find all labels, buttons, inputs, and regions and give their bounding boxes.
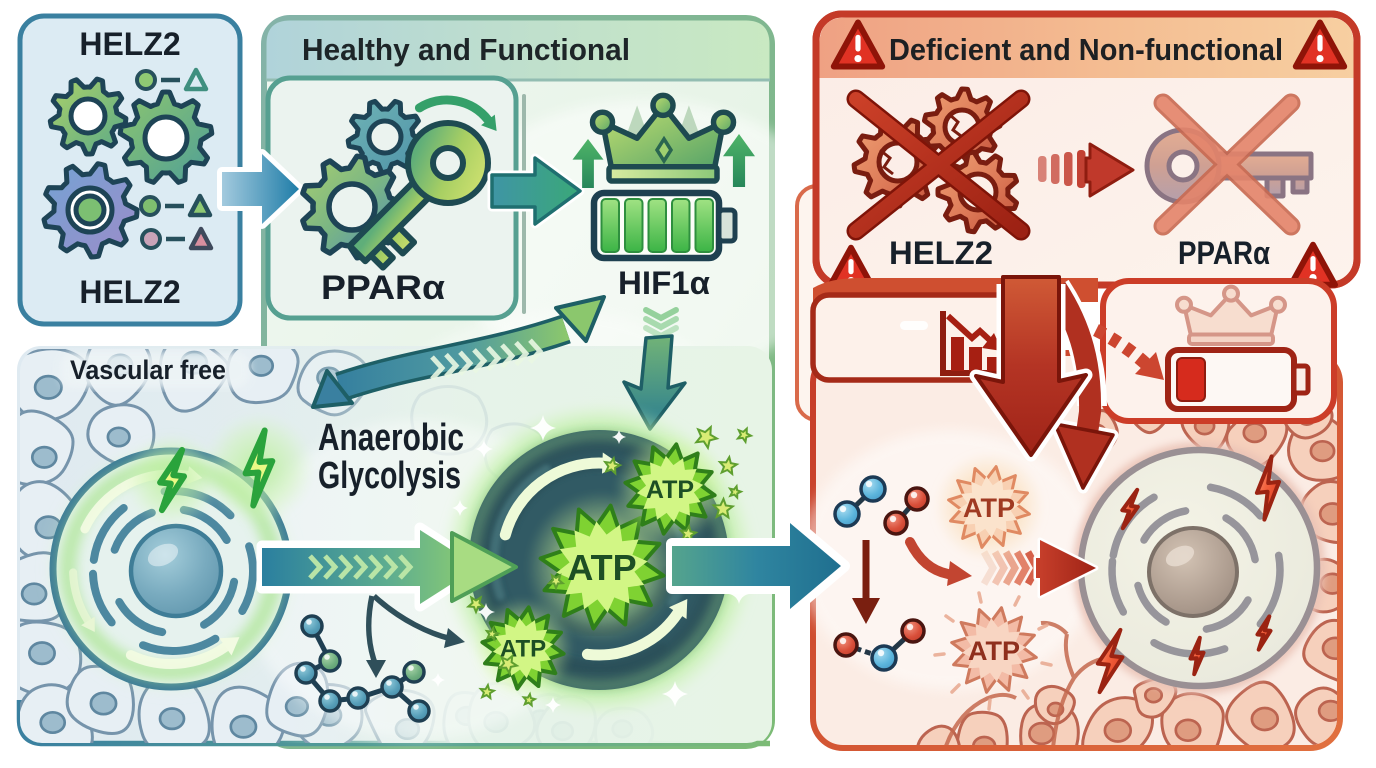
svg-text:Glycolysis: Glycolysis <box>318 455 461 497</box>
svg-text:ATP: ATP <box>968 636 1020 666</box>
svg-text:Healthy and Functional: Healthy and Functional <box>302 32 630 67</box>
svg-text:ATP: ATP <box>500 636 546 663</box>
svg-text:ATP: ATP <box>646 476 694 504</box>
svg-text:Deficient and Non-functional: Deficient and Non-functional <box>889 32 1283 67</box>
svg-text:Anaerobic: Anaerobic <box>318 417 464 459</box>
svg-text:HELZ2: HELZ2 <box>79 274 180 310</box>
svg-text:PPARα: PPARα <box>321 269 445 307</box>
svg-text:HIF1α: HIF1α <box>618 265 710 301</box>
svg-text:HELZ2: HELZ2 <box>79 26 180 62</box>
svg-text:ATP: ATP <box>963 493 1015 523</box>
svg-text:Vascular free: Vascular free <box>70 355 226 385</box>
svg-text:HELZ2: HELZ2 <box>889 235 993 271</box>
svg-text:PPARα: PPARα <box>1178 235 1270 271</box>
svg-text:ATP: ATP <box>567 547 636 588</box>
